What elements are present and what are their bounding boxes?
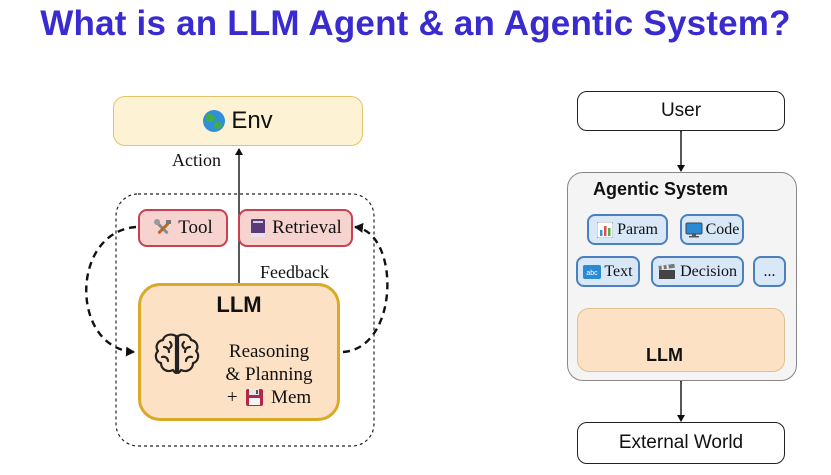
tool-loop-arrow <box>85 225 137 357</box>
book-icon <box>251 219 266 237</box>
external-world-node: External World <box>577 422 785 464</box>
tools-icon <box>154 219 172 234</box>
floppy-disk-icon <box>246 388 264 406</box>
feedback-label: Feedback <box>260 262 329 282</box>
system-llm-node <box>577 308 785 372</box>
user-node: User <box>577 91 785 131</box>
module-code: Code <box>680 214 744 245</box>
llm-node: LLM Reasoning & Planning + Mem <box>138 283 340 421</box>
module-text-label: Text <box>604 262 633 280</box>
clapperboard-icon <box>658 263 676 279</box>
globe-icon <box>203 110 226 132</box>
user-label: User <box>660 100 702 121</box>
tool-node: Tool <box>138 209 228 247</box>
planning-line: & Planning <box>225 364 313 385</box>
retrieval-label: Retrieval <box>272 217 342 238</box>
retrieval-node: Retrieval <box>238 209 353 247</box>
external-world-label: External World <box>618 432 744 453</box>
page-title: What is an LLM Agent & an Agentic System… <box>40 4 791 43</box>
module-code-label: Code <box>705 220 740 238</box>
env-node: Env <box>113 96 363 146</box>
llm-title: LLM <box>216 292 262 317</box>
tool-label: Tool <box>178 217 213 238</box>
module-param-label: Param <box>617 220 658 238</box>
env-label: Env <box>231 107 273 134</box>
action-label: Action <box>172 150 221 170</box>
system-llm-label: LLM <box>646 345 683 365</box>
brain-icon <box>154 333 200 375</box>
module-more-label: ... <box>763 262 776 280</box>
bar-chart-icon <box>597 221 614 238</box>
reasoning-line: Reasoning <box>228 341 310 362</box>
mem-line: + Mem <box>205 386 333 410</box>
retrieval-loop-arrow <box>342 222 389 354</box>
tool-loop-arrow-top <box>105 228 134 300</box>
module-param: Param <box>587 214 668 245</box>
module-decision-label: Decision <box>680 262 737 280</box>
agentic-system-title: Agentic System <box>593 179 729 199</box>
svg-text:abc: abc <box>587 270 599 277</box>
mem-label: Mem <box>271 387 312 408</box>
module-decision: Decision <box>651 256 744 287</box>
llm-capabilities: Reasoning & Planning + Mem <box>205 340 333 410</box>
plus-sign: + <box>226 387 238 408</box>
module-text: abc Text <box>576 256 640 287</box>
monitor-icon <box>685 222 703 237</box>
module-more: ... <box>753 256 786 287</box>
abc-icon: abc <box>583 264 602 279</box>
